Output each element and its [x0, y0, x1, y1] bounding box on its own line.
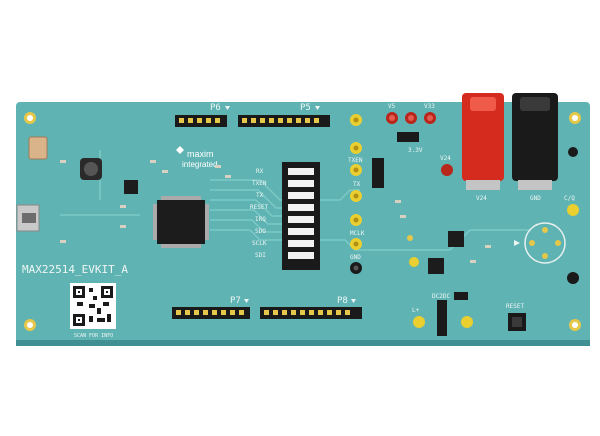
label-mclk-tp: MCLK	[350, 230, 365, 237]
label-v33: V33	[424, 103, 435, 110]
board-title: MAX22514_EVKIT_A	[22, 263, 128, 276]
label-v24-led: V24	[440, 155, 451, 162]
label-dc2dc: DC2DC	[432, 293, 450, 300]
label-sclk: SCLK	[252, 240, 267, 247]
small-ic-right	[428, 258, 444, 274]
label-gnd-tp: GND	[350, 254, 361, 261]
header-p8-label: P8	[337, 296, 348, 306]
test-point-cq	[567, 204, 579, 216]
transceiver-ic	[448, 231, 464, 247]
label-gnd-jack: GND	[530, 195, 541, 202]
label-sdi: SDI	[255, 252, 266, 259]
label-v24-jack: V24	[476, 195, 487, 202]
test-points-middle	[350, 114, 362, 274]
passive-components	[60, 160, 491, 263]
label-3v3: 3.3V	[408, 147, 423, 154]
banana-jack-red[interactable]	[462, 93, 504, 181]
header-p7-label: P7	[230, 296, 241, 306]
maxim-logo-line1: maxim	[187, 149, 214, 159]
iolink-connector-footprint	[524, 222, 566, 264]
maxim-logo-line2: integrated	[182, 160, 218, 169]
led-red-cluster	[386, 112, 436, 124]
pcb-traces	[60, 150, 530, 251]
label-rx: RX	[256, 168, 264, 175]
label-sdo: SDO	[255, 228, 266, 235]
label-lplus: L+	[412, 307, 420, 314]
test-point-yellow-right	[409, 257, 419, 267]
pcb-edge-shadow	[16, 340, 590, 346]
test-point-right-bottom	[567, 272, 579, 284]
label-v5: V5	[388, 103, 396, 110]
header-p8-arrow-icon	[351, 299, 356, 303]
header-p7	[172, 307, 250, 319]
test-point-lplus	[413, 316, 425, 328]
test-point-right-top	[568, 147, 578, 157]
led-v24	[441, 164, 453, 176]
label-tx-left: TX	[256, 192, 264, 199]
small-ic-left	[124, 180, 138, 194]
header-p7-arrow-icon	[244, 299, 249, 303]
voltage-jumper[interactable]	[397, 132, 419, 142]
label-txen-tp: TXEN	[348, 157, 363, 164]
label-tx-tp: TX	[353, 181, 361, 188]
header-p6-arrow-icon	[225, 106, 230, 110]
label-reset: RESET	[250, 204, 268, 211]
label-reset-button: RESET	[506, 303, 524, 310]
arrow-right-icon	[514, 240, 520, 246]
test-point-v24-bottom	[461, 316, 473, 328]
header-p6-label: P6	[210, 103, 221, 113]
qr-code	[70, 283, 116, 329]
capacitor-beige	[28, 136, 48, 160]
header-p5-arrow-icon	[315, 106, 320, 110]
dc2dc-jumper[interactable]	[437, 300, 447, 336]
mounting-holes	[24, 112, 581, 331]
microcontroller-chip	[157, 200, 205, 244]
label-cq: C/Q	[564, 195, 575, 202]
header-p5-label: P5	[300, 103, 311, 113]
banana-jack-black[interactable]	[512, 93, 558, 181]
qr-caption: SCAN FOR INFO	[74, 333, 113, 339]
label-irq-left: IRQ	[255, 216, 266, 223]
label-txen: TXEN	[252, 180, 267, 187]
maxim-logo-icon	[176, 146, 184, 154]
jumper-block[interactable]	[372, 158, 384, 188]
